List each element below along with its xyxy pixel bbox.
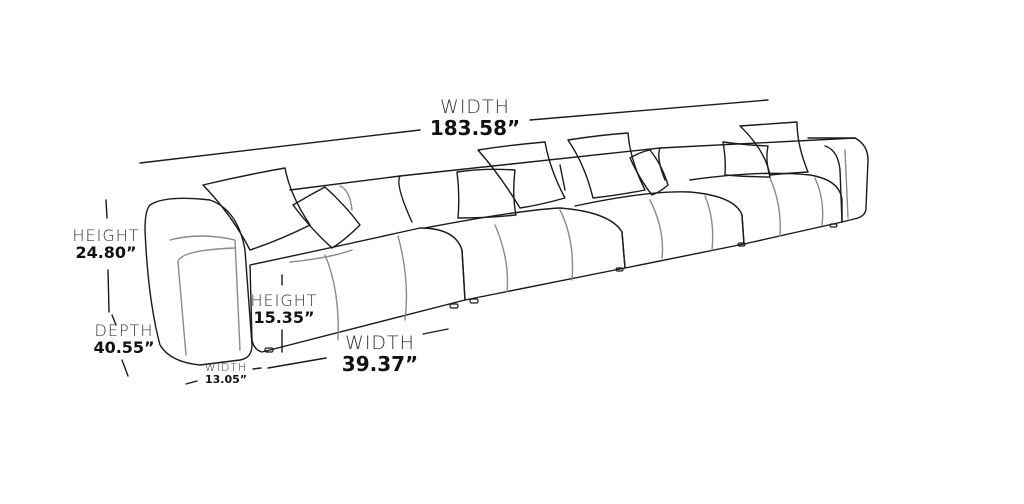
pillow-2 bbox=[292, 186, 361, 249]
sofa-feet bbox=[264, 223, 838, 353]
seat-width-dimension-line bbox=[252, 328, 449, 370]
depth-name: DEPTH bbox=[94, 321, 154, 340]
overall-width-name: WIDTH bbox=[440, 96, 510, 118]
depth-label: DEPTH 40.55” bbox=[84, 321, 164, 357]
pillow-6 bbox=[629, 149, 669, 196]
seat-module-2 bbox=[424, 207, 626, 301]
overall-height-label: HEIGHT 24.80” bbox=[66, 226, 146, 262]
overall-width-dimension-line bbox=[139, 99, 769, 164]
sofa-back bbox=[289, 137, 856, 223]
overall-height-name: HEIGHT bbox=[72, 226, 140, 245]
pillow-5 bbox=[567, 132, 646, 199]
overall-width-value: 183.58” bbox=[429, 115, 521, 140]
seat-width-label: WIDTH 39.37” bbox=[330, 332, 430, 376]
seat-module-1 bbox=[249, 227, 466, 353]
pillow-3 bbox=[456, 168, 517, 219]
pillow-4 bbox=[477, 141, 566, 209]
left-arm bbox=[144, 197, 253, 366]
left-height-dimension-line bbox=[105, 199, 129, 377]
seat-height-value: 15.35” bbox=[253, 307, 315, 327]
seat-height-name: HEIGHT bbox=[250, 291, 318, 310]
pillow-7 bbox=[722, 141, 771, 178]
depth-value: 40.55” bbox=[93, 337, 155, 357]
arm-width-label: WIDTH 13.05” bbox=[196, 362, 256, 385]
seat-module-3 bbox=[574, 191, 745, 269]
overall-height-value: 24.80” bbox=[75, 242, 137, 262]
arm-width-value: 13.05” bbox=[204, 372, 248, 386]
arm-width-dimension-line bbox=[185, 380, 198, 385]
arm-width-name: WIDTH bbox=[204, 361, 248, 374]
pillow-8 bbox=[739, 121, 809, 176]
pillows bbox=[202, 121, 809, 251]
right-arm bbox=[807, 137, 869, 223]
seat-width-name: WIDTH bbox=[345, 332, 415, 354]
overall-width-label: WIDTH 183.58” bbox=[420, 96, 530, 140]
seat-width-value: 39.37” bbox=[341, 351, 419, 376]
seat-height-label: HEIGHT 15.35” bbox=[248, 291, 320, 327]
